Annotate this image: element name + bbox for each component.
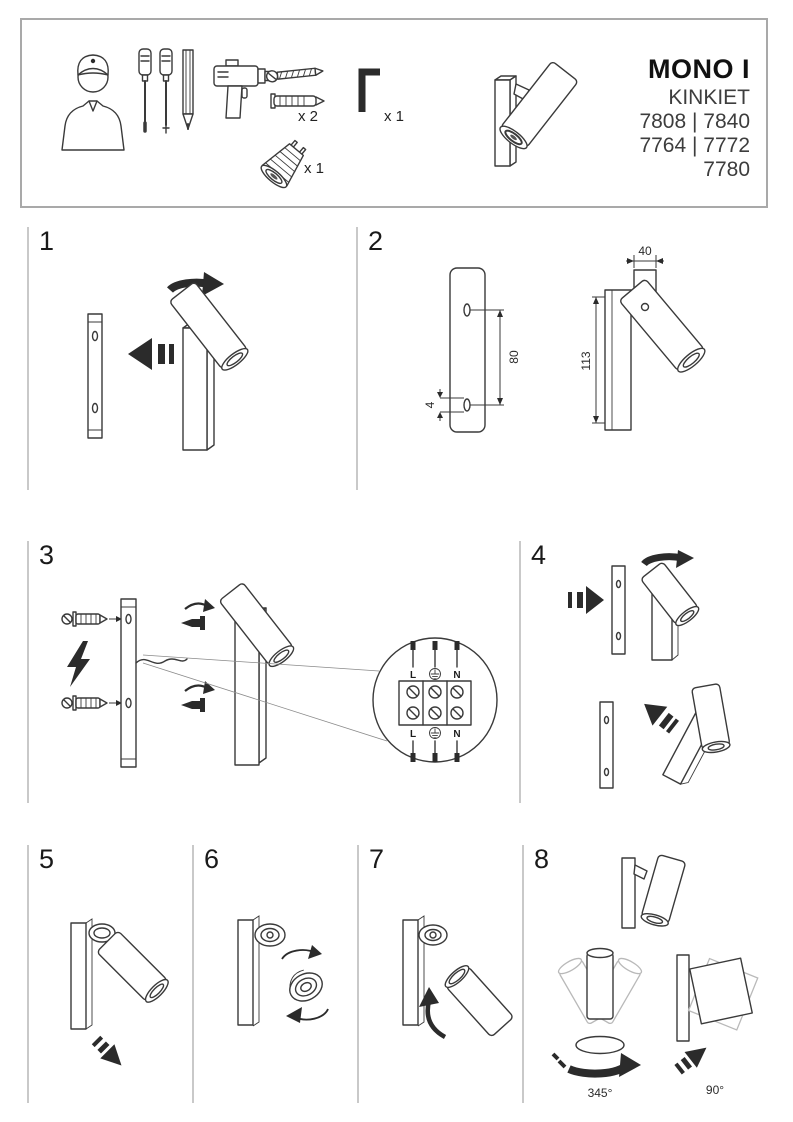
- gu10-bulb-icon: [289, 969, 323, 1002]
- step7-diagram: [402, 915, 513, 1039]
- dimension-80: 80: [470, 309, 521, 406]
- screwdrivers-pencil-icon: [138, 48, 194, 134]
- step4-diagram: [568, 550, 731, 789]
- bracket-front-view: [449, 267, 486, 433]
- mounting-bracket-bottom: [599, 701, 614, 789]
- lamp-bracket: [237, 915, 260, 1027]
- rotate-arrow-icon: [167, 272, 224, 296]
- detach-arrow-icon: [128, 338, 174, 370]
- step1-number: 1: [39, 226, 55, 256]
- bulb-qty-label: x 1: [304, 160, 325, 177]
- title-block: MONO I KINKIET 7808 | 7840 7764 | 7772 7…: [639, 54, 750, 182]
- step8-diagram: 345° 90°: [551, 854, 759, 1100]
- terminal-bottom-n: N: [453, 729, 460, 740]
- lamp-body-top: [641, 562, 700, 661]
- swivel-demo: 345°: [551, 947, 643, 1100]
- rotation-90-label: 90°: [706, 1083, 724, 1097]
- lamp-bracket: [402, 915, 425, 1027]
- model-numbers-line-1: 7808 | 7840: [639, 110, 750, 133]
- rotation-345-label: 345°: [588, 1086, 613, 1100]
- step4-divider: [519, 541, 521, 803]
- fixing-screw-bottom: [181, 681, 215, 712]
- terminal-block: L N L N: [398, 641, 472, 762]
- bulb-holder-with-bulb: [418, 924, 448, 946]
- lamp-body: [219, 583, 295, 766]
- gu10-bulb-icon: [260, 139, 307, 189]
- tilt-demo: 90°: [674, 954, 759, 1097]
- twist-arrow-icon: [281, 945, 329, 1023]
- step5-divider: [27, 845, 29, 1103]
- allen-qty-label: x 1: [384, 108, 405, 125]
- step3-number: 3: [39, 540, 55, 570]
- mounting-bracket-top: [611, 565, 626, 655]
- shade-cylinder: [97, 931, 169, 1003]
- wall-plug-screw-icon: [265, 67, 325, 109]
- insert-arrow-icon: [644, 703, 679, 734]
- pull-arrow-icon: [91, 1035, 122, 1066]
- terminal-top-n: N: [453, 670, 460, 681]
- lightning-icon: [67, 641, 90, 687]
- wall-plug-screw-bottom: [61, 695, 122, 711]
- step2-divider: [356, 227, 358, 490]
- drill-icon: [213, 59, 283, 119]
- earth-ground-icon: [429, 668, 441, 680]
- step3-diagram: L N L N: [61, 583, 498, 768]
- step8-divider: [522, 845, 524, 1103]
- dim-113-label: 113: [579, 351, 593, 370]
- insert-arrow-icon: [568, 586, 604, 614]
- power-wire: [135, 658, 188, 664]
- dimension-4: 4: [423, 389, 464, 421]
- terminal-bottom-l: L: [410, 729, 416, 740]
- lamp-side-view: [604, 269, 706, 431]
- step7-divider: [357, 845, 359, 1103]
- step4-number: 4: [531, 540, 547, 570]
- dim-40-label: 40: [638, 244, 652, 258]
- step7-number: 7: [369, 844, 385, 874]
- lamp-body-bottom: [662, 683, 731, 785]
- tilt-arrow-icon: [674, 1047, 707, 1075]
- shade-cylinder: [444, 965, 513, 1037]
- allen-key-icon: [358, 68, 380, 112]
- step8-number: 8: [534, 844, 550, 874]
- model-numbers-line-3: 7780: [703, 158, 750, 181]
- lamp-body: [170, 282, 249, 451]
- step6-divider: [192, 845, 194, 1103]
- dimension-40: 40: [626, 244, 664, 268]
- rotate-arrow-icon: [641, 550, 694, 568]
- step3-divider: [27, 541, 29, 803]
- mounted-lamp: [621, 854, 686, 929]
- dim-4-label: 4: [423, 401, 437, 408]
- earth-ground-icon: [429, 727, 441, 739]
- reattach-arrow-icon: [419, 987, 447, 1039]
- header-parts-panel: x 2 x 1 x 1: [20, 18, 768, 208]
- wall-plug-screw-top: [61, 611, 122, 627]
- product-title: MONO I: [648, 54, 750, 84]
- terminal-top-l: L: [410, 670, 416, 681]
- dimension-113: 113: [579, 296, 605, 424]
- step2-diagram: 80 4 113: [423, 244, 706, 433]
- anchor-qty-label: x 2: [298, 108, 319, 125]
- fixing-screw-top: [181, 599, 215, 630]
- mounting-bracket: [120, 598, 137, 768]
- step5-diagram: [70, 918, 169, 1066]
- lamp-bracket: [70, 918, 93, 1030]
- dim-80-label: 80: [507, 350, 521, 364]
- zoom-leader-lines: [142, 654, 388, 742]
- step6-number: 6: [204, 844, 220, 874]
- wall-lamp-icon: [494, 61, 578, 167]
- step2-number: 2: [368, 226, 384, 256]
- step1-diagram: [87, 272, 249, 451]
- model-numbers-line-2: 7764 | 7772: [639, 134, 750, 157]
- step5-number: 5: [39, 844, 55, 874]
- zoom-circle-detail: L N L N: [372, 637, 498, 763]
- product-subtitle: KINKIET: [668, 86, 750, 109]
- installer-icon: [61, 54, 125, 151]
- bulb-holder: [254, 923, 286, 947]
- mounting-bracket: [87, 313, 103, 439]
- step6-diagram: [237, 915, 329, 1027]
- step1-divider: [27, 227, 29, 490]
